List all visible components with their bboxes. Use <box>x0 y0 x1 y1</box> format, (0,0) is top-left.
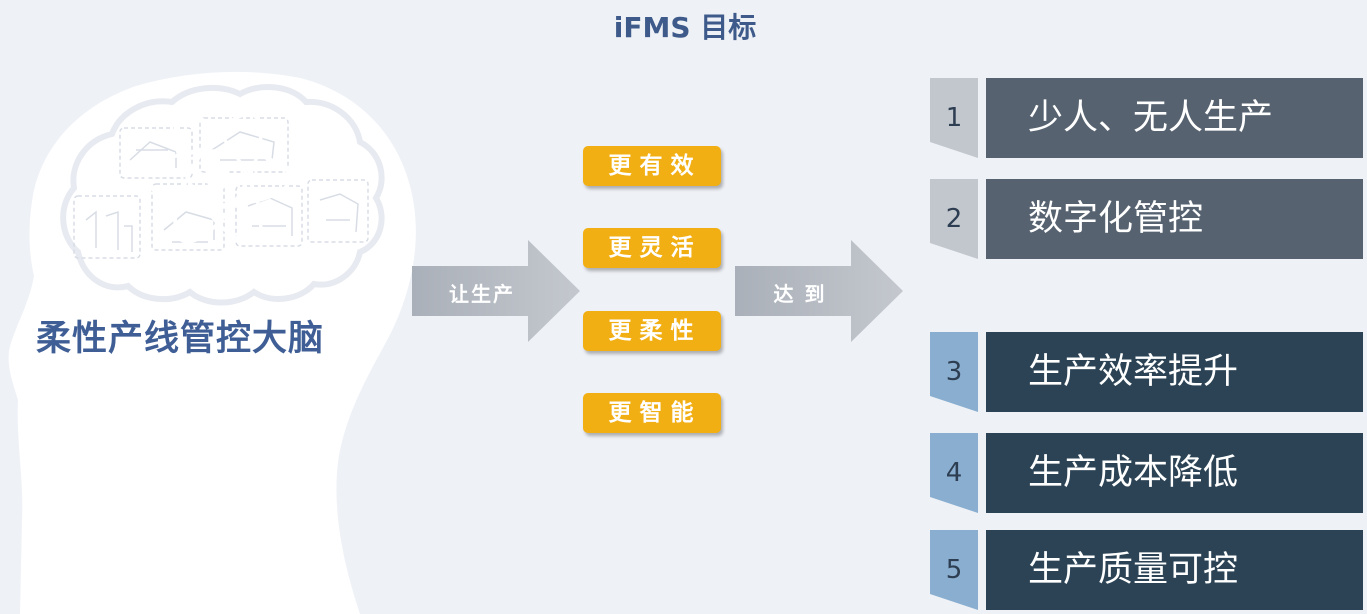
goal-reduce-labor: 少人、无人生产 <box>986 78 1363 158</box>
quality-pill-agile: 更灵活 <box>583 228 721 268</box>
goal-number-1: 1 <box>930 78 978 158</box>
goal-number-3: 3 <box>930 332 978 412</box>
atom-icon <box>144 112 292 244</box>
arrow-achieve <box>735 240 903 342</box>
goal-number-5: 5 <box>930 530 978 610</box>
arrow-make-production <box>412 240 580 342</box>
goal-number-2: 2 <box>930 179 978 259</box>
goal-number-4: 4 <box>930 433 978 513</box>
quality-pill-flexible: 更柔性 <box>583 311 721 351</box>
page-title: iFMS 目标 <box>613 11 757 44</box>
brain-outline <box>60 84 385 306</box>
goal-digital-control: 数字化管控 <box>986 179 1363 259</box>
goal-quality-control: 生产质量可控 <box>986 530 1363 610</box>
brain-label: 柔性产线管控大脑 <box>36 319 325 359</box>
arrow-label-make-production: 让生产 <box>449 282 515 306</box>
quality-pill-effective: 更有效 <box>583 146 721 186</box>
head-silhouette <box>8 71 416 614</box>
arrow-label-achieve: 达 到 <box>773 282 827 306</box>
quality-pill-smart: 更智能 <box>583 393 721 433</box>
goal-efficiency: 生产效率提升 <box>986 332 1363 412</box>
goal-cost-reduction: 生产成本降低 <box>986 433 1363 513</box>
